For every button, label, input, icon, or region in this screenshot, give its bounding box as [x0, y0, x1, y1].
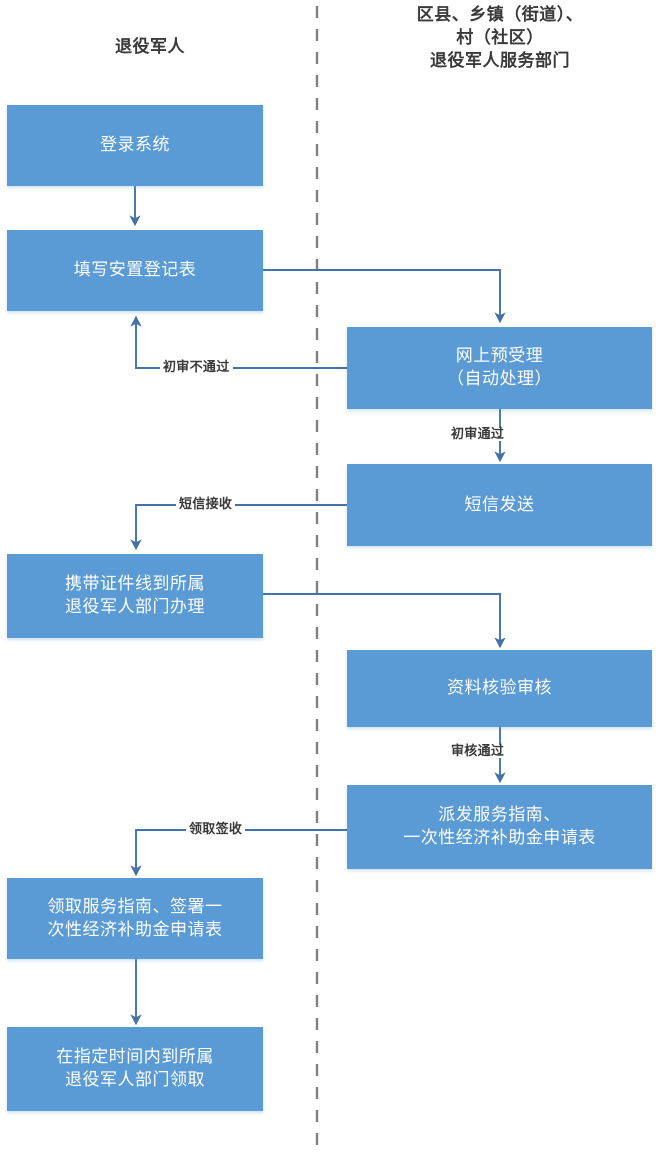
- node-material-verify[interactable]: 资料核验审核: [347, 650, 652, 727]
- node-sms-send-label: 短信发送: [464, 494, 535, 515]
- node-online-pre-accept-label: 网上预受理 （自动处理）: [447, 346, 552, 389]
- lane-header-left: 退役军人: [115, 37, 185, 57]
- node-fill-form-label: 填写安置登记表: [73, 260, 197, 281]
- edge-label-sms-receive: 短信接收: [176, 498, 236, 511]
- node-receive-sign-label: 领取服务指南、签署一 次性经济补助金申请表: [47, 896, 223, 940]
- node-material-verify-label: 资料核验审核: [447, 678, 552, 699]
- node-collect-on-time-label: 在指定时间内到所属 退役军人部门领取: [56, 1047, 214, 1090]
- edge-label-verify-pass: 审核通过: [448, 745, 508, 758]
- lane-header-right: 区县、乡镇（街道）、 村（社区） 退役军人服务部门: [416, 5, 584, 71]
- edge-label-preaccept-reject: 初审不通过: [160, 361, 233, 374]
- node-fill-form[interactable]: 填写安置登记表: [7, 230, 263, 311]
- edge-issue-to-receive: [130, 829, 347, 877]
- edge-bring-to-verify: [263, 593, 506, 649]
- node-login[interactable]: 登录系统: [7, 105, 263, 186]
- node-login-label: 登录系统: [100, 135, 170, 156]
- edge-preaccept-reject-to-fill: [130, 315, 347, 369]
- node-bring-docs[interactable]: 携带证件线到所属 退役军人部门办理: [7, 554, 263, 638]
- edge-label-preaccept-pass: 初审通过: [448, 428, 508, 441]
- node-sms-send[interactable]: 短信发送: [347, 464, 652, 546]
- node-online-pre-accept[interactable]: 网上预受理 （自动处理）: [347, 327, 652, 409]
- node-collect-on-time[interactable]: 在指定时间内到所属 退役军人部门领取: [7, 1027, 263, 1111]
- node-receive-sign[interactable]: 领取服务指南、签署一 次性经济补助金申请表: [7, 878, 263, 959]
- node-issue-guide-label: 派发服务指南、 一次性经济补助金申请表: [403, 805, 596, 848]
- node-issue-guide[interactable]: 派发服务指南、 一次性经济补助金申请表: [347, 785, 652, 869]
- edge-fill-to-preaccept: [263, 269, 506, 324]
- node-bring-docs-label: 携带证件线到所属 退役军人部门办理: [65, 574, 205, 617]
- edge-label-receive-sign: 领取签收: [186, 823, 246, 836]
- edge-sms-to-bring: [130, 504, 347, 551]
